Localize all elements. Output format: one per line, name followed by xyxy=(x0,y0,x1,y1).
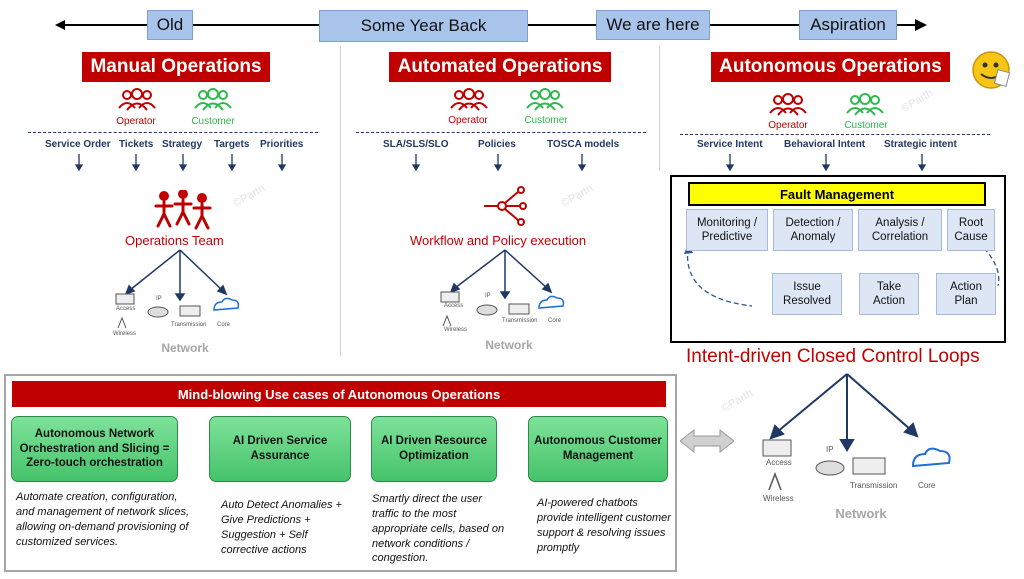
column-divider-1 xyxy=(340,46,341,356)
autonomous-operations-title: Autonomous Operations xyxy=(711,52,950,82)
use-case-customer-management: Autonomous Customer Management xyxy=(528,416,668,482)
use-case-desc-assurance: Auto Detect Anomalies + Give Predictions… xyxy=(221,499,342,556)
timeline-stage-some-year-back: Some Year Back xyxy=(319,10,528,42)
customer-group-icon xyxy=(194,88,232,111)
input-sla: SLA/SLS/SLO xyxy=(383,139,449,150)
fm-step-analysis: Analysis / Correlation xyxy=(858,209,942,251)
network-diagram-manual xyxy=(115,249,240,329)
timeline-stage-we-are-here: We are here xyxy=(596,10,710,40)
node-access: Access xyxy=(766,458,792,467)
customer-group-icon xyxy=(526,88,564,111)
operator-group-icon xyxy=(450,88,488,111)
use-case-service-assurance: AI Driven Service Assurance xyxy=(209,416,351,482)
input-tickets: Tickets xyxy=(119,139,154,150)
operator-label: Operator xyxy=(448,115,488,126)
input-arrows xyxy=(74,154,287,172)
fm-step-monitoring: Monitoring / Predictive xyxy=(686,209,768,251)
input-service-intent: Service Intent xyxy=(697,139,763,150)
use-case-desc-orchestration: Automate creation, configuration, and ma… xyxy=(16,491,190,548)
node-core: Core xyxy=(548,318,562,324)
fm-step-root-cause: Root Cause xyxy=(947,209,995,251)
manual-operations-title: Manual Operations xyxy=(82,52,270,82)
input-strategic-intent: Strategic intent xyxy=(884,139,957,150)
operator-group-icon xyxy=(769,93,807,116)
network-label-autonomous: Network xyxy=(835,506,887,521)
input-service-order: Service Order xyxy=(45,139,111,150)
input-divider xyxy=(28,132,318,133)
use-case-resource-optimization: AI Driven Resource Optimization xyxy=(371,416,497,482)
node-transmission: Transmission xyxy=(171,322,207,328)
node-wireless: Wireless xyxy=(444,327,468,333)
operator-label: Operator xyxy=(768,120,808,131)
workflow-policy-label: Workflow and Policy execution xyxy=(410,233,587,248)
input-arrows xyxy=(411,154,587,172)
operations-team-label: Operations Team xyxy=(125,233,224,248)
watermark: ©Parth xyxy=(231,182,268,210)
customer-label: Customer xyxy=(844,120,888,131)
fm-step-action-plan: Action Plan xyxy=(936,273,996,315)
network-label-automated: Network xyxy=(485,338,533,352)
customer-label: Customer xyxy=(524,115,568,126)
closed-loop-title: Intent-driven Closed Control Loops xyxy=(686,346,980,367)
network-diagram-autonomous xyxy=(762,373,951,491)
input-arrows xyxy=(725,154,927,172)
network-label-manual: Network xyxy=(161,341,209,355)
fault-management-panel xyxy=(670,175,1006,343)
use-cases-panel xyxy=(4,374,677,572)
input-behavioral-intent: Behavioral Intent xyxy=(784,139,866,150)
use-case-desc-optimization: Smartly direct the user traffic to the m… xyxy=(372,493,505,565)
input-targets: Targets xyxy=(214,139,250,150)
workflow-icon xyxy=(484,186,527,226)
use-cases-title: Mind-blowing Use cases of Autonomous Ope… xyxy=(12,381,666,407)
node-ip: IP xyxy=(485,293,491,299)
watermark: ©Parth xyxy=(719,387,756,415)
node-wireless: Wireless xyxy=(113,331,137,337)
node-access: Access xyxy=(116,306,136,312)
use-case-network-orchestration: Autonomous Network Orchestration and Sli… xyxy=(11,416,178,482)
input-policies: Policies xyxy=(478,139,516,150)
node-transmission: Transmission xyxy=(502,318,538,324)
emoji-icon xyxy=(972,51,1011,89)
team-icon xyxy=(154,190,212,230)
node-wireless: Wireless xyxy=(763,494,794,503)
input-divider xyxy=(356,132,646,133)
node-access: Access xyxy=(444,303,464,309)
double-arrow-icon xyxy=(680,428,734,454)
customer-label: Customer xyxy=(191,116,235,127)
input-strategy: Strategy xyxy=(162,139,203,150)
column-divider-2 xyxy=(659,46,660,171)
node-core: Core xyxy=(918,481,936,490)
fm-step-take-action: Take Action xyxy=(859,273,919,315)
watermark: ©Parth xyxy=(559,182,596,210)
operator-group-icon xyxy=(118,88,156,111)
fault-management-title: Fault Management xyxy=(688,182,986,206)
node-ip: IP xyxy=(156,296,162,302)
node-transmission: Transmission xyxy=(850,481,898,490)
use-case-desc-customer: AI-powered chatbots provide intelligent … xyxy=(537,497,671,554)
input-divider xyxy=(680,134,990,135)
timeline-stage-aspiration: Aspiration xyxy=(799,10,897,40)
fm-step-detection: Detection / Anomaly xyxy=(773,209,853,251)
fm-step-issue-resolved: Issue Resolved xyxy=(772,273,842,315)
node-core: Core xyxy=(217,322,231,328)
automated-operations-title: Automated Operations xyxy=(389,52,611,82)
input-priorities: Priorities xyxy=(260,139,304,150)
network-diagram-automated xyxy=(440,249,565,327)
watermark: ©Parth xyxy=(899,87,936,115)
input-tosca: TOSCA models xyxy=(547,139,620,150)
node-ip: IP xyxy=(826,445,834,454)
timeline-stage-old: Old xyxy=(147,10,193,40)
customer-group-icon xyxy=(846,93,884,116)
operator-label: Operator xyxy=(116,116,156,127)
